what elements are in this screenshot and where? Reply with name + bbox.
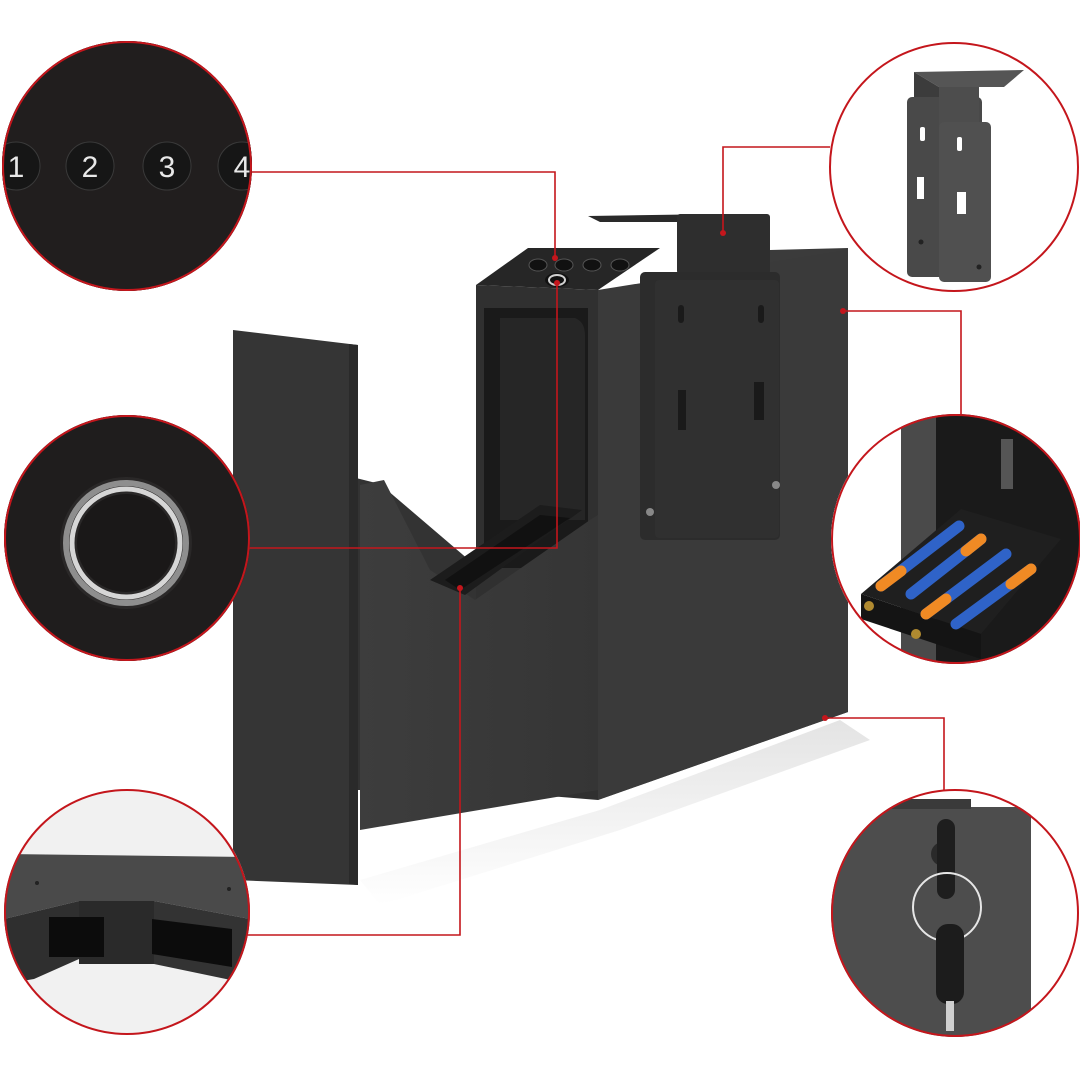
- leader-lines: [240, 146, 962, 936]
- leader-line-key: [825, 717, 945, 790]
- battery-compartment-detail: [831, 414, 1080, 664]
- leader-line-bracket: [722, 146, 830, 233]
- callout-backup-key: [831, 789, 1079, 1037]
- leader-dots: [457, 230, 846, 721]
- mounting-bracket-detail: [829, 42, 1079, 292]
- keypad-key-1: 1: [2, 141, 41, 191]
- callout-slide-base: [4, 789, 250, 1035]
- keypad-key-3: 3: [142, 141, 192, 191]
- bracket-slots: [678, 305, 764, 430]
- leader-line-fingerprint: [248, 283, 558, 549]
- fingerprint-sensor-detail: [4, 415, 250, 661]
- drawer-handle: [500, 318, 585, 520]
- leader-line-keypad: [250, 171, 556, 258]
- svg-text:3: 3: [159, 151, 176, 184]
- drawer-front-panel: [360, 480, 598, 830]
- drawer-base-detail: [4, 789, 250, 1035]
- battery-cells: [875, 520, 1037, 630]
- floor-shadow: [360, 720, 870, 905]
- svg-text:2: 2: [82, 151, 99, 184]
- backup-key-detail: [831, 789, 1079, 1037]
- bracket-tab: [677, 214, 770, 274]
- callout-mount-bracket: [829, 42, 1079, 292]
- callout-fingerprint: [4, 415, 250, 661]
- svg-text:1: 1: [8, 151, 25, 184]
- svg-text:4: 4: [234, 151, 251, 184]
- keypad-key-4: 4: [217, 141, 252, 191]
- leader-line-slide-base: [240, 588, 461, 936]
- keypad-detail: 1 2 3 4: [2, 41, 252, 291]
- keypad-key-2: 2: [65, 141, 115, 191]
- drawer-door-panel: [233, 330, 358, 885]
- callout-battery: [831, 414, 1080, 664]
- callout-keypad: 1 2 3 4: [2, 41, 252, 291]
- leader-line-battery: [843, 310, 962, 415]
